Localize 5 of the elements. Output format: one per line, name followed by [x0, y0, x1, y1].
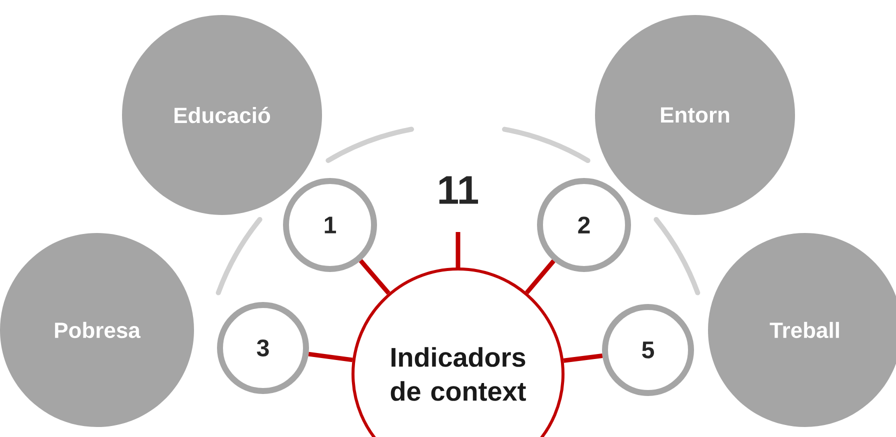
connector-line — [308, 352, 353, 362]
number-label: 11 — [439, 176, 478, 204]
connector-line — [525, 259, 556, 294]
connector-line — [563, 354, 603, 363]
connector-line — [358, 259, 390, 295]
